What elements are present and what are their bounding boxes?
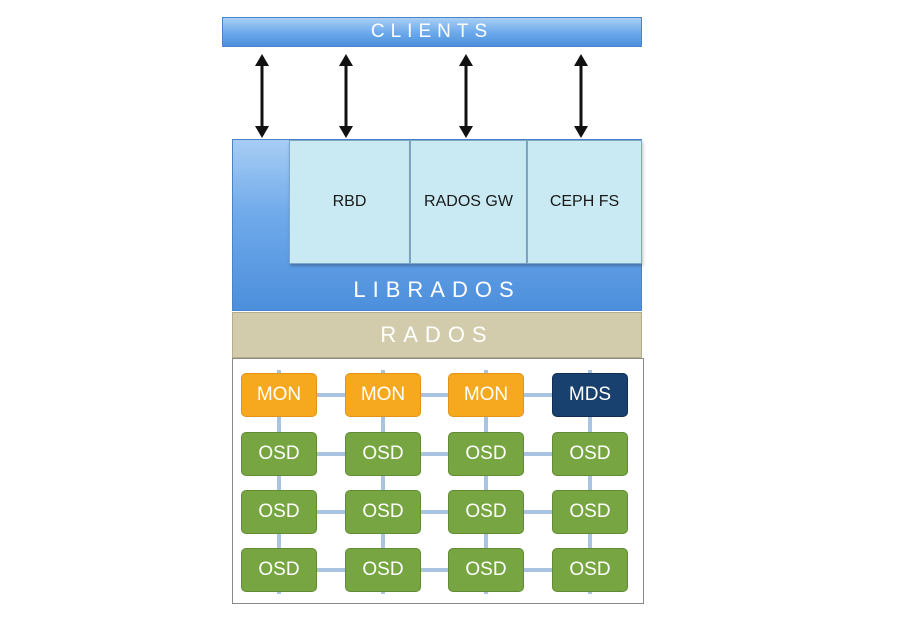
clients-rbd-arrow xyxy=(339,54,353,138)
node-label: OSD xyxy=(362,443,404,464)
clients-label: CLIENTS xyxy=(370,21,494,42)
node-label: OSD xyxy=(258,501,300,522)
node-label: OSD xyxy=(362,559,404,580)
node-label: MDS xyxy=(568,384,612,405)
node-label: MON xyxy=(463,384,509,405)
radosgw-label: RADOS GW xyxy=(424,193,513,210)
osd-node: OSD xyxy=(345,548,421,592)
cephfs-label: CEPH FS xyxy=(549,193,620,210)
osd-node: OSD xyxy=(448,490,524,534)
mon-node: MON xyxy=(345,373,421,417)
mds-node: MDS xyxy=(552,373,628,417)
node-label: MON xyxy=(256,384,302,405)
node-label: OSD xyxy=(465,501,507,522)
clients-radosgw-arrow xyxy=(459,54,473,138)
osd-node: OSD xyxy=(552,432,628,476)
mon-node: MON xyxy=(241,373,317,417)
rbd-label: RBD xyxy=(332,193,367,210)
osd-node: OSD xyxy=(552,490,628,534)
osd-node: OSD xyxy=(241,432,317,476)
osd-node: OSD xyxy=(345,432,421,476)
radosgw-box: RADOS GW xyxy=(410,140,527,264)
rados-bar: RADOS xyxy=(232,312,642,358)
clients-librados-arrow xyxy=(255,54,269,138)
osd-node: OSD xyxy=(241,548,317,592)
clients-bar: CLIENTS xyxy=(222,17,642,47)
node-label: OSD xyxy=(569,559,611,580)
node-label: OSD xyxy=(569,501,611,522)
node-label: OSD xyxy=(258,559,300,580)
osd-node: OSD xyxy=(552,548,628,592)
node-label: OSD xyxy=(569,443,611,464)
mon-node: MON xyxy=(448,373,524,417)
osd-node: OSD xyxy=(241,490,317,534)
node-label: OSD xyxy=(258,443,300,464)
node-label: OSD xyxy=(465,443,507,464)
node-label: OSD xyxy=(362,501,404,522)
osd-node: OSD xyxy=(448,432,524,476)
node-label: OSD xyxy=(465,559,507,580)
osd-node: OSD xyxy=(448,548,524,592)
cephfs-box: CEPH FS xyxy=(527,140,642,264)
node-label: MON xyxy=(360,384,406,405)
librados-label-container: LIBRADOS xyxy=(232,270,642,310)
librados-label: LIBRADOS xyxy=(353,277,521,302)
osd-node: OSD xyxy=(345,490,421,534)
rados-label: RADOS xyxy=(380,322,494,347)
clients-cephfs-arrow xyxy=(574,54,588,138)
rbd-box: RBD xyxy=(289,140,410,264)
